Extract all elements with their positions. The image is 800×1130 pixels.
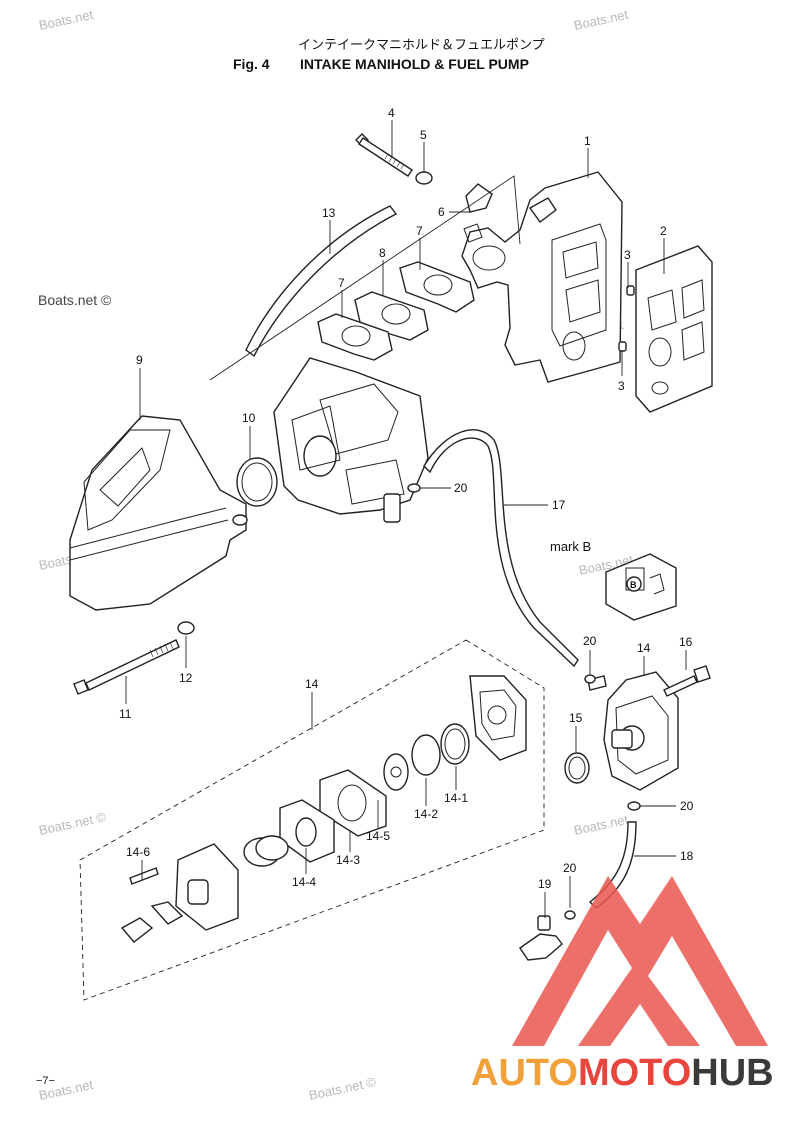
o-ring <box>236 457 278 507</box>
washer <box>415 171 433 185</box>
callout-1: 1 <box>584 134 591 148</box>
callout-17: 17 <box>552 498 566 512</box>
callout-16: 16 <box>679 635 693 649</box>
logo-triangle-icon <box>512 876 768 1046</box>
watermark: Boats.net © <box>308 1074 378 1103</box>
callout-20: 20 <box>583 634 597 648</box>
callout-14-5: 14-5 <box>366 829 390 843</box>
callout-3: 3 <box>618 379 625 393</box>
callout-12: 12 <box>179 671 193 685</box>
callout-10: 10 <box>242 411 256 425</box>
pump-bolt <box>663 665 711 697</box>
callout-7: 7 <box>338 276 345 290</box>
vent-hose <box>245 205 398 358</box>
hose-clamp <box>584 674 596 684</box>
fuel-pump <box>587 671 679 791</box>
callout-14-4: 14-4 <box>292 875 316 889</box>
mark-b-letter: B <box>630 580 637 590</box>
long-bolt <box>73 639 180 695</box>
figure-title: INTAKE MANIHOLD & FUEL PUMP <box>300 56 529 72</box>
dowel-pin <box>618 341 627 352</box>
watermark: Boats.net © <box>38 809 108 838</box>
brand-auto: AUTO <box>471 1052 578 1094</box>
fuel-connector <box>519 915 563 961</box>
callout-5: 5 <box>420 128 427 142</box>
hose-clamp <box>564 910 576 920</box>
callout-2: 2 <box>660 224 667 238</box>
watermark: Boats.net <box>38 7 95 33</box>
hose-clamp <box>407 483 421 493</box>
watermark: Boats.net © <box>38 292 112 308</box>
brand-logo: AUTOMOTOHUB <box>471 876 774 1094</box>
intake-silencer <box>69 415 248 611</box>
callout-4: 4 <box>388 106 395 120</box>
brand-wordmark: AUTOMOTOHUB <box>471 1052 774 1094</box>
exploded-fuel-pump <box>120 675 527 943</box>
callout-20: 20 <box>563 861 577 875</box>
carburetor <box>273 357 429 523</box>
title-japanese: インテイークマニホルド＆フュエルポンプ <box>298 38 545 53</box>
brand-hub: HUB <box>691 1052 773 1094</box>
hose-clip <box>465 183 493 213</box>
callout-20: 20 <box>680 799 694 813</box>
bolt <box>355 133 413 177</box>
brand-moto: MOTO <box>578 1052 691 1094</box>
washer <box>177 621 195 635</box>
manifold-gasket <box>635 245 713 413</box>
callout-11: 11 <box>119 707 132 721</box>
callout-19: 19 <box>538 877 552 891</box>
watermark: Boats.net <box>573 812 630 838</box>
insulator-gaskets <box>317 261 475 361</box>
callout-8: 8 <box>379 246 386 260</box>
fuel-hose <box>423 429 579 668</box>
page-number: −7− <box>36 1075 55 1087</box>
mark-b-label: mark B <box>550 539 591 554</box>
callout-15: 15 <box>569 711 583 725</box>
callout-14-3: 14-3 <box>336 853 360 867</box>
callout-14: 14 <box>305 677 319 691</box>
callout-18: 18 <box>680 849 694 863</box>
callout-14-1: 14-1 <box>444 791 468 805</box>
callout-7: 7 <box>416 224 423 238</box>
mark-b-inset: B mark B <box>550 539 677 621</box>
callout-14: 14 <box>637 641 651 655</box>
callout-6: 6 <box>438 205 445 219</box>
callout-14-2: 14-2 <box>414 807 438 821</box>
leader-lines <box>125 120 687 918</box>
exploded-view-outline <box>79 639 545 1001</box>
dowel-pin <box>626 285 635 296</box>
figure-number: Fig. 4 <box>233 56 270 72</box>
hose-clamp <box>627 801 641 811</box>
callout-9: 9 <box>136 353 143 367</box>
intake-manifold <box>461 171 623 383</box>
callout-20: 20 <box>454 481 468 495</box>
callout-14-6: 14-6 <box>126 845 150 859</box>
watermark: Boats.net <box>573 7 630 33</box>
callout-13: 13 <box>322 206 336 220</box>
callout-labels: 1 2 3 3 4 5 6 7 8 7 13 9 10 20 17 11 12 … <box>119 106 694 891</box>
callout-3: 3 <box>624 248 631 262</box>
